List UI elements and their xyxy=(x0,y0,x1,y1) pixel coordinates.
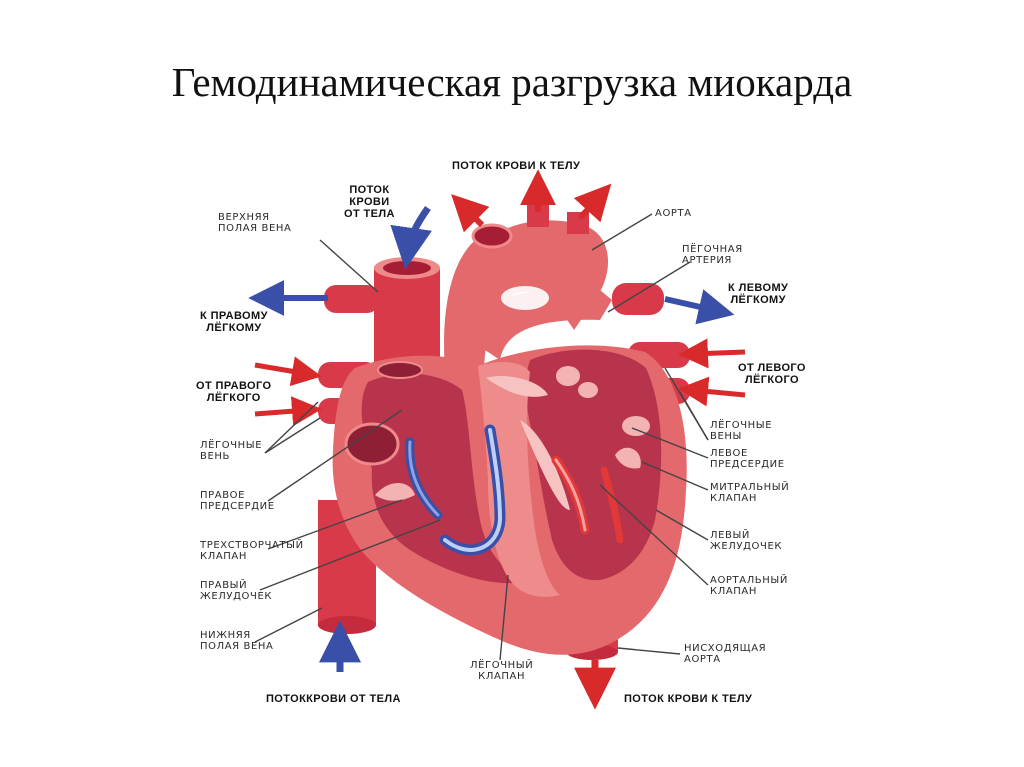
label-ivc: НИЖНЯЯ ПОЛАЯ ВЕНА xyxy=(200,630,274,652)
label-pulm-valve: ЛЁГОЧНЫЙ КЛАПАН xyxy=(470,660,534,682)
label-mitral: МИТРАЛЬНЫЙ КЛАПАН xyxy=(710,482,790,504)
arrow-from-right-lung-2 xyxy=(254,396,322,427)
label-bottom-body-in: ПОТОККРОВИ ОТ ТЕЛА xyxy=(266,693,401,705)
leader-lines xyxy=(254,213,709,661)
label-from-left-lung: ОТ ЛЕВОГО ЛЁГКОГО xyxy=(738,362,806,386)
label-aortic-valve: АОРТАЛЬНЫЙ КЛАПАН xyxy=(710,575,788,597)
slide-title: Гемодинамическая разгрузка миокарда xyxy=(171,59,853,105)
right-chambers xyxy=(344,361,530,584)
label-desc-aorta: НИСХОДЯЩАЯ АОРТА xyxy=(684,643,767,665)
label-to-right-lung: К ПРАВОМУ ЛЁГКОМУ xyxy=(200,310,268,334)
label-from-right-lung: ОТ ПРАВОГО ЛЁГКОГО xyxy=(196,380,272,404)
arrow-to-body-top-3 xyxy=(573,183,612,223)
aortic-arch xyxy=(444,205,609,370)
label-pulm-veins-left: ЛЁГОЧНЫЕ ВЕНЬ xyxy=(200,440,263,462)
arrow-to-body-top-1 xyxy=(451,194,490,233)
label-right-ventricle: ПРАВЫЙ ЖЕЛУДОЧЕК xyxy=(200,580,273,602)
flow-arrows xyxy=(248,169,746,710)
label-svc: ВЕРХНЯЯ ПОЛАЯ ВЕНА xyxy=(218,212,292,234)
label-pulm-veins-right: ЛЁГОЧНЫЕ ВЕНЫ xyxy=(710,420,773,442)
label-tricuspid: ТРЕХСТВОРЧАТЫЙ КЛАПАН xyxy=(200,540,304,562)
label-bottom-body-out: ПОТОК КРОВИ К ТЕЛУ xyxy=(624,693,753,705)
label-pulm-artery: ПЁГОЧНАЯ АРТЕРИЯ xyxy=(682,244,743,266)
arrow-from-left-lung-1 xyxy=(678,338,746,369)
label-left-atrium: ЛЕВОЕ ПРЕДСЕРДИЕ xyxy=(710,448,785,470)
arrow-from-right-lung-1 xyxy=(254,356,322,387)
flow-streaks xyxy=(405,424,624,556)
label-svc-in: ПОТОК КРОВИ ОТ ТЕЛА xyxy=(344,184,395,220)
arrow-from-left-lung-2 xyxy=(678,376,746,407)
arrow-to-left-lung xyxy=(664,289,735,325)
label-aorta: АОРТА xyxy=(655,208,692,219)
arrow-svc-in xyxy=(390,205,432,270)
label-to-left-lung: К ЛЕВОМУ ЛЁГКОМУ xyxy=(728,282,789,306)
label-left-ventricle: ЛЕВЫЙ ЖЕЛУДОЧЕК xyxy=(710,530,783,552)
label-right-atrium: ПРАВОЕ ПРЕДСЕРДИЕ xyxy=(200,490,275,512)
label-top-body-out: ПОТОК КРОВИ К ТЕЛУ xyxy=(452,160,581,172)
left-chambers xyxy=(525,349,662,581)
